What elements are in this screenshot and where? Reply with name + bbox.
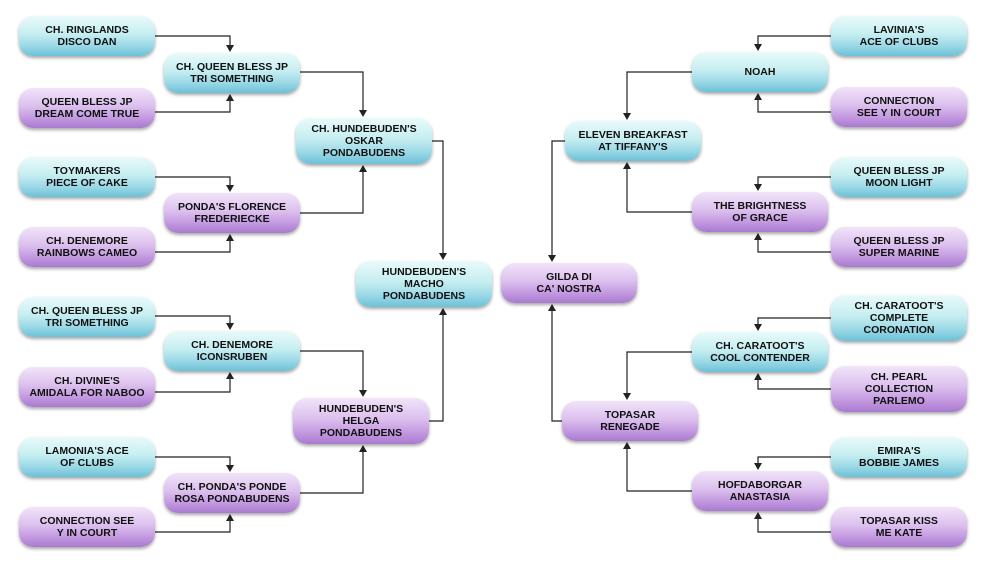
connector-arrow bbox=[623, 442, 692, 492]
paternal-grandsire: CH. HUNDEBUDEN'S OSKAR PONDABUDENS bbox=[296, 118, 432, 164]
dam-ggd-4: HOFDABORGAR ANASTASIA bbox=[692, 471, 828, 511]
connector-arrow bbox=[300, 350, 367, 397]
connector-arrow bbox=[155, 456, 234, 472]
connector-arrow bbox=[754, 317, 831, 331]
sire-gen4-6: CH. DIVINE'S AMIDALA FOR NABOO bbox=[19, 367, 155, 407]
sire-ggd-2: CH. PONDA'S PONDE ROSA PONDABUDENS bbox=[164, 473, 300, 513]
sire-gen4-5: CH. QUEEN BLESS JP TRI SOMETHING bbox=[19, 297, 155, 337]
connector-arrow bbox=[300, 445, 367, 494]
dam-gen4-2: CONNECTION SEE Y IN COURT bbox=[831, 87, 967, 127]
sire-gen4-8: CONNECTION SEE Y IN COURT bbox=[19, 507, 155, 547]
sire-gen4-1: CH. RINGLANDS DISCO DAN bbox=[19, 16, 155, 56]
dam-gen4-5: CH. CARATOOT'S COMPLETE CORONATION bbox=[831, 295, 967, 341]
dam-ggs-4: CH. CARATOOT'S COOL CONTENDER bbox=[692, 332, 828, 372]
sire: HUNDEBUDEN'S MACHO PONDABUDENS bbox=[356, 261, 492, 307]
connector-arrow bbox=[754, 93, 831, 113]
dam-gen4-3: QUEEN BLESS JP MOON LIGHT bbox=[831, 157, 967, 197]
sire-gen4-2: QUEEN BLESS JP DREAM COME TRUE bbox=[19, 88, 155, 128]
connector-arrow bbox=[155, 176, 234, 192]
connector-arrow bbox=[432, 140, 447, 260]
connector-arrow bbox=[754, 233, 831, 253]
dam-gen4-8: TOPASAR KISS ME KATE bbox=[831, 507, 967, 547]
connector-arrow bbox=[155, 94, 234, 113]
connector-arrow bbox=[623, 71, 692, 120]
sire-gen4-3: TOYMAKERS PIECE OF CAKE bbox=[19, 157, 155, 197]
sire-ggd-1: PONDA'S FLORENCE FREDERIECKE bbox=[164, 193, 300, 233]
paternal-granddam: HUNDEBUDEN'S HELGA PONDABUDENS bbox=[293, 398, 429, 444]
connector-arrow bbox=[300, 165, 367, 214]
connector-arrow bbox=[754, 176, 831, 191]
maternal-grandsire: ELEVEN BREAKFAST AT TIFFANY'S bbox=[565, 121, 701, 161]
connector-arrow bbox=[623, 351, 692, 400]
connector-arrow bbox=[754, 512, 831, 533]
connector-arrow bbox=[754, 373, 831, 390]
connector-arrow bbox=[623, 162, 692, 213]
sire-gen4-4: CH. DENEMORE RAINBOWS CAMEO bbox=[19, 227, 155, 267]
connector-arrow bbox=[155, 315, 234, 330]
dam: GILDA DI CA' NOSTRA bbox=[501, 263, 637, 303]
dam-ggd-3: THE BRIGHTNESS OF GRACE bbox=[692, 192, 828, 232]
connector-arrow bbox=[754, 35, 831, 51]
sire-ggs-1: CH. QUEEN BLESS JP TRI SOMETHING bbox=[164, 53, 300, 93]
connector-arrow bbox=[155, 35, 234, 52]
dam-gen4-4: QUEEN BLESS JP SUPER MARINE bbox=[831, 227, 967, 267]
connector-arrow bbox=[155, 372, 234, 393]
connector-arrow bbox=[548, 304, 562, 422]
dam-gen4-1: LAVINIA'S ACE OF CLUBS bbox=[831, 16, 967, 56]
dam-ggs-3: NOAH bbox=[692, 52, 828, 92]
connector-arrow bbox=[155, 234, 234, 253]
connector-arrow bbox=[548, 140, 565, 262]
connector-arrow bbox=[300, 71, 367, 117]
maternal-granddam: TOPASAR RENEGADE bbox=[562, 401, 698, 441]
connector-arrow bbox=[155, 514, 234, 533]
dam-gen4-7: EMIRA'S BOBBIE JAMES bbox=[831, 437, 967, 477]
connector-arrow bbox=[754, 456, 831, 470]
dam-gen4-6: CH. PEARL COLLECTION PARLEMO bbox=[831, 366, 967, 412]
connector-arrow bbox=[429, 308, 447, 422]
sire-ggs-2: CH. DENEMORE ICONSRUBEN bbox=[164, 331, 300, 371]
sire-gen4-7: LAMONIA'S ACE OF CLUBS bbox=[19, 437, 155, 477]
